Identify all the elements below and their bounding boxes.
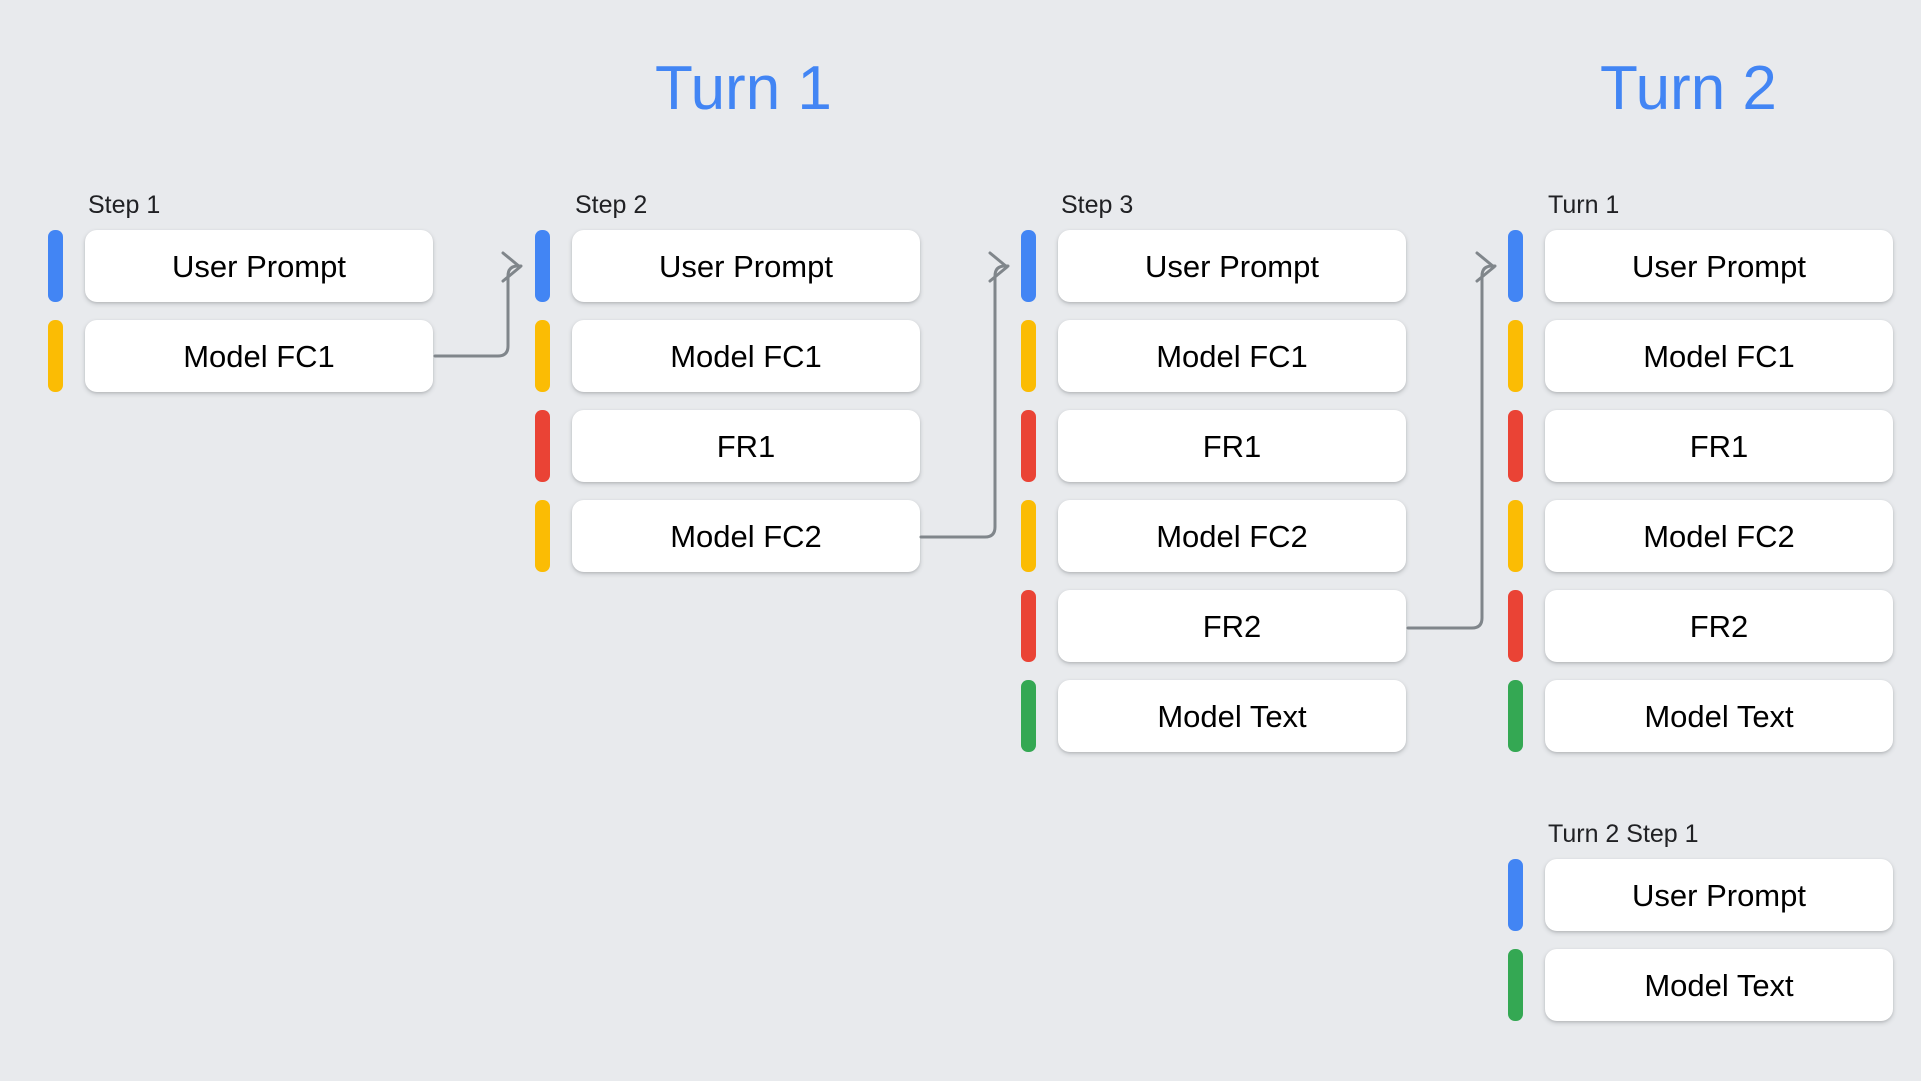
message-card[interactable]: FR2: [1058, 590, 1406, 662]
message-card-label: Model Text: [1644, 967, 1794, 1003]
message-card[interactable]: FR1: [1545, 410, 1893, 482]
message-card[interactable]: FR1: [1058, 410, 1406, 482]
role-bar-model-text: [1508, 680, 1523, 752]
role-bar-function-response: [1021, 410, 1036, 482]
message-card[interactable]: FR2: [1545, 590, 1893, 662]
turn-1-title: Turn 1: [655, 54, 832, 123]
role-bar-function-response: [1021, 590, 1036, 662]
message-card[interactable]: Model FC1: [1058, 320, 1406, 392]
role-bar-model-fc: [535, 320, 550, 392]
role-bar-model-fc: [48, 320, 63, 392]
message-card-label: User Prompt: [1632, 877, 1806, 913]
block-label-step-2: Step 2: [575, 191, 648, 219]
message-card-label: Model FC1: [1156, 338, 1308, 374]
message-card[interactable]: Model FC2: [1545, 500, 1893, 572]
message-card[interactable]: Model Text: [1058, 680, 1406, 752]
message-card-label: Model FC1: [1643, 338, 1795, 374]
message-card-label: User Prompt: [172, 248, 346, 284]
role-bar-model-fc: [1508, 320, 1523, 392]
message-card-label: Model Text: [1644, 698, 1794, 734]
block-label-turn2-turn1: Turn 1: [1548, 191, 1620, 219]
message-card[interactable]: FR1: [572, 410, 920, 482]
message-card-label: Model FC1: [183, 338, 335, 374]
message-card[interactable]: Model Text: [1545, 949, 1893, 1021]
message-card-label: FR1: [1202, 428, 1262, 464]
message-card[interactable]: Model FC1: [572, 320, 920, 392]
role-bar-model-text: [1021, 680, 1036, 752]
message-card-label: FR1: [1689, 428, 1749, 464]
message-card-label: FR1: [716, 428, 776, 464]
turn-2-title: Turn 2: [1600, 54, 1777, 123]
message-card-label: Model Text: [1157, 698, 1307, 734]
message-card[interactable]: Model Text: [1545, 680, 1893, 752]
message-card[interactable]: User Prompt: [572, 230, 920, 302]
message-card-label: Model FC1: [670, 338, 822, 374]
role-bar-model-fc: [1021, 320, 1036, 392]
message-card-label: Model FC2: [1643, 518, 1795, 554]
block-label-turn2-step1: Turn 2 Step 1: [1548, 820, 1699, 848]
role-bar-function-response: [1508, 410, 1523, 482]
message-card[interactable]: Model FC2: [572, 500, 920, 572]
role-bar-user: [1021, 230, 1036, 302]
role-bar-model-fc: [1021, 500, 1036, 572]
message-card[interactable]: Model FC1: [1545, 320, 1893, 392]
message-card[interactable]: User Prompt: [1545, 230, 1893, 302]
message-card[interactable]: Model FC1: [85, 320, 433, 392]
role-bar-model-fc: [535, 500, 550, 572]
block-label-step-1: Step 1: [88, 191, 161, 219]
role-bar-user: [1508, 859, 1523, 931]
block-label-step-3: Step 3: [1061, 191, 1134, 219]
message-card[interactable]: User Prompt: [1545, 859, 1893, 931]
role-bar-function-response: [1508, 590, 1523, 662]
message-card[interactable]: User Prompt: [85, 230, 433, 302]
message-card-label: FR2: [1202, 608, 1262, 644]
message-card-label: User Prompt: [659, 248, 833, 284]
message-card-label: Model FC2: [1156, 518, 1308, 554]
message-card[interactable]: Model FC2: [1058, 500, 1406, 572]
role-bar-function-response: [535, 410, 550, 482]
message-card-label: User Prompt: [1145, 248, 1319, 284]
message-card-label: User Prompt: [1632, 248, 1806, 284]
message-card-label: FR2: [1689, 608, 1749, 644]
message-card-label: Model FC2: [670, 518, 822, 554]
role-bar-model-fc: [1508, 500, 1523, 572]
role-bar-model-text: [1508, 949, 1523, 1021]
role-bar-user: [535, 230, 550, 302]
message-card[interactable]: User Prompt: [1058, 230, 1406, 302]
role-bar-user: [48, 230, 63, 302]
role-bar-user: [1508, 230, 1523, 302]
